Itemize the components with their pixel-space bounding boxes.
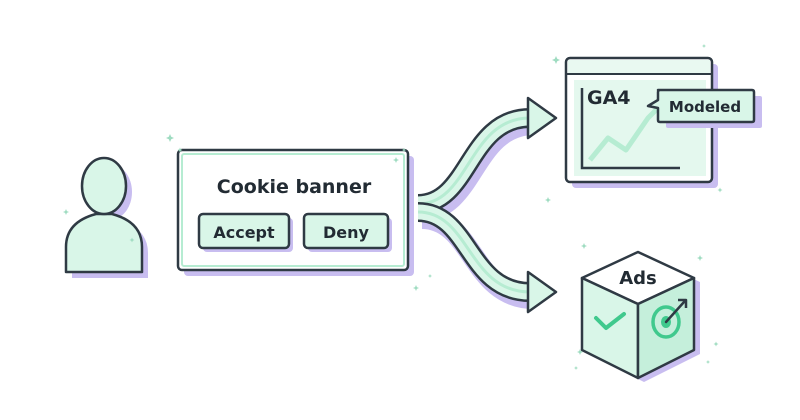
flow-arrow-icon <box>417 202 558 314</box>
sparkle-icon <box>713 341 719 347</box>
sparkle-icon <box>129 237 135 243</box>
sparkle-icon <box>545 197 551 203</box>
cookie-banner-title: Cookie banner <box>217 176 372 198</box>
ads-cube: Ads <box>580 250 700 382</box>
sparkle-icon <box>393 157 399 163</box>
flow-arrow-icon <box>417 96 558 214</box>
sparkle-icon <box>702 44 706 48</box>
sparkle-icon <box>581 243 587 249</box>
sparkle-icon <box>574 366 578 370</box>
sparkle-icon <box>428 274 432 278</box>
sparkle-icon <box>166 134 174 142</box>
user-silhouette-icon <box>64 156 148 278</box>
sparkle-icon <box>402 148 406 152</box>
sparkle-icon <box>413 285 419 291</box>
ads-title: Ads <box>619 268 657 289</box>
accept-button[interactable]: Accept <box>197 212 293 252</box>
sparkle-icons <box>63 44 723 370</box>
flow-arrows <box>417 96 558 314</box>
modeled-badge: Modeled <box>646 88 762 128</box>
deny-button-label: Deny <box>323 223 370 242</box>
sparkle-icon <box>177 147 183 153</box>
trend-line-icon <box>588 98 668 162</box>
ga4-title: GA4 <box>587 87 631 109</box>
sparkle-icon <box>717 187 723 193</box>
target-arrow-icon <box>651 298 688 339</box>
sparkle-icon <box>63 209 69 215</box>
sparkle-icon <box>552 56 560 64</box>
check-icon <box>594 312 626 330</box>
cookie-banner-card: Cookie banner Accept Deny <box>176 148 414 276</box>
deny-button[interactable]: Deny <box>302 212 392 252</box>
sparkle-icon <box>706 360 710 364</box>
sparkle-icon <box>577 349 583 355</box>
modeled-badge-label: Modeled <box>669 98 741 116</box>
sparkle-icon <box>697 255 703 261</box>
ga4-window: GA4 Modeled <box>564 56 762 188</box>
accept-button-label: Accept <box>213 223 275 242</box>
